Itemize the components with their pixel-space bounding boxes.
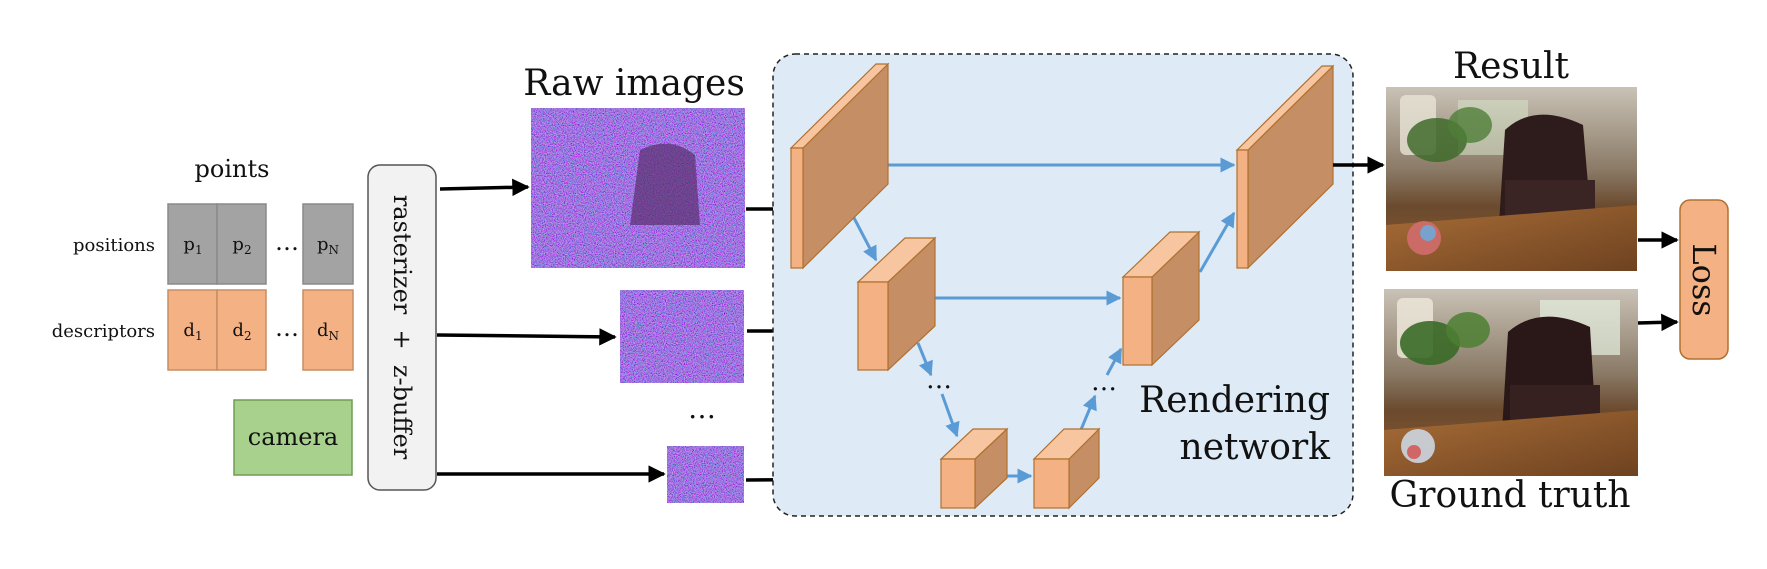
svg-text:pN: pN [317,234,339,257]
position-cell-1: p1 [167,203,218,285]
network-block-dec-1 [1235,64,1335,270]
raw-image-medium [620,290,744,383]
loss-box: Loss [1679,199,1729,360]
result-image [1386,87,1637,271]
network-ellipsis-left: … [926,365,952,395]
ground-truth-image [1384,289,1638,476]
rendering-network-box [772,53,1354,517]
positions-label: positions [73,235,155,256]
arrow-ground-truth-to-loss [1637,313,1679,332]
result-title: Result [1453,46,1570,87]
svg-text:p1: p1 [183,234,202,257]
position-cell-2: p2 [216,203,267,285]
rasterizer-label: rasterizer + z-buffer [388,195,416,460]
positions-ellipsis: … [275,228,299,256]
rasterizer-box: rasterizer + z-buffer [367,164,437,491]
loss-label: Loss [1685,243,1723,316]
raw-image-small [667,446,744,503]
raw-images-title: Raw images [523,63,745,104]
raw-images-ellipsis: … [688,392,716,425]
svg-text:d2: d2 [232,320,251,343]
arrow-raster-to-image-2 [436,328,617,346]
position-cell-n: pN [302,203,354,285]
camera-box: camera [233,399,353,476]
network-label-line2: network [1180,427,1332,468]
ground-truth-title: Ground truth [1389,475,1630,516]
descriptor-cell-2: d2 [216,289,267,371]
network-label-line1: Rendering [1139,380,1330,421]
network-arrows [851,157,1236,484]
svg-text:dN: dN [317,320,339,343]
svg-text:p2: p2 [232,234,251,257]
descriptor-cell-1: d1 [167,289,218,371]
descriptors-label: descriptors [52,321,155,342]
descriptor-cell-n: dN [302,289,354,371]
points-title: points [195,155,270,183]
network-ellipsis-right: … [1091,367,1117,397]
network-block-enc-1 [789,62,890,270]
camera-label: camera [248,423,339,451]
svg-text:d1: d1 [183,320,202,343]
network-block-bottleneck-1 [939,427,1009,510]
network-block-bottleneck-2 [1032,427,1101,510]
network-block-enc-2 [856,236,937,372]
descriptors-ellipsis: … [275,314,299,342]
raw-image-large [531,108,745,268]
network-block-dec-2 [1121,230,1201,367]
arrow-raster-to-image-1 [439,178,530,197]
